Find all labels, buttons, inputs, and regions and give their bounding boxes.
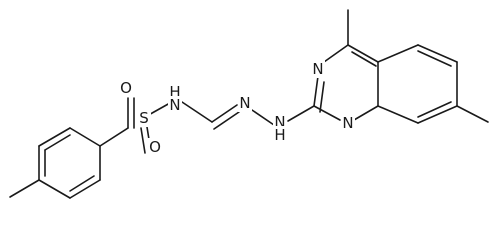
bond-ring-sulfur [99, 127, 129, 147]
bond-methyl-tolyl [9, 179, 40, 198]
atom-nitrogen-imine: N [239, 94, 250, 112]
tolyl-ring [38, 127, 101, 199]
atom-sulfur: S [139, 109, 149, 127]
atom-labels: O S O H N N N H N N [119, 60, 355, 156]
chemical-structure-diagram: O S O H N N N H N N [9, 9, 489, 199]
atom-hydrogen-amide: H [169, 83, 180, 101]
atom-oxygen-bottom: O [149, 138, 161, 156]
atom-hydrogen-hydrazine: H [274, 126, 285, 144]
atom-nitrogen-ring-bottom: N [342, 114, 353, 132]
quinazoline-benzene-ring [377, 44, 458, 124]
bonds [9, 9, 489, 199]
quinazoline-pyrimidine-ring [313, 44, 379, 121]
amidine-bonds [181, 101, 315, 130]
atom-oxygen-top: O [120, 79, 132, 97]
atom-nitrogen-ring-top: N [312, 60, 323, 78]
bond-7-methyl [456, 105, 489, 123]
atom-nitrogen-amide: N [169, 96, 180, 114]
atom-nitrogen-hydrazine: N [274, 113, 285, 131]
